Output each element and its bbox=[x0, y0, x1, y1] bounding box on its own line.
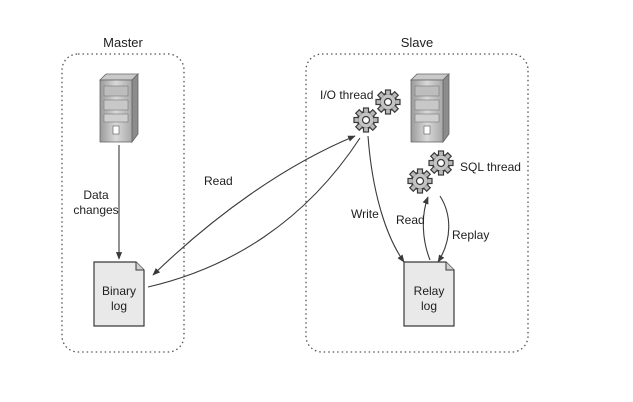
slave-box bbox=[305, 53, 529, 353]
write-arrow bbox=[367, 135, 405, 263]
binary-log-document-icon bbox=[93, 261, 145, 327]
master-title: Master bbox=[103, 35, 143, 50]
relay-log-label-line2: log bbox=[420, 299, 438, 313]
sql-read-arrow bbox=[422, 196, 431, 261]
write-label: Write bbox=[351, 207, 379, 221]
replay-label: Replay bbox=[452, 228, 490, 242]
replay-arrow bbox=[437, 195, 450, 263]
binary-log-label-line2: log bbox=[110, 299, 128, 313]
data-changes-label-line2: changes bbox=[73, 203, 119, 217]
master-server-icon bbox=[99, 73, 139, 144]
sql-read-label: Read bbox=[396, 213, 425, 227]
read-request-arrow bbox=[152, 135, 356, 276]
sql-thread-label: SQL thread bbox=[460, 160, 521, 174]
relay-log-document-icon bbox=[403, 261, 455, 327]
data-changes-label-line1: Data bbox=[83, 188, 109, 202]
binary-log-label-line1: Binary bbox=[101, 284, 137, 298]
binlog-transfer-arrow bbox=[147, 137, 361, 288]
io-thread-label: I/O thread bbox=[320, 88, 374, 102]
slave-title: Slave bbox=[400, 35, 434, 50]
read-link-label: Read bbox=[204, 174, 233, 188]
slave-server-icon bbox=[410, 73, 450, 144]
relay-log-label-line1: Relay bbox=[413, 284, 445, 298]
sql-thread-gear-icon bbox=[407, 150, 454, 194]
